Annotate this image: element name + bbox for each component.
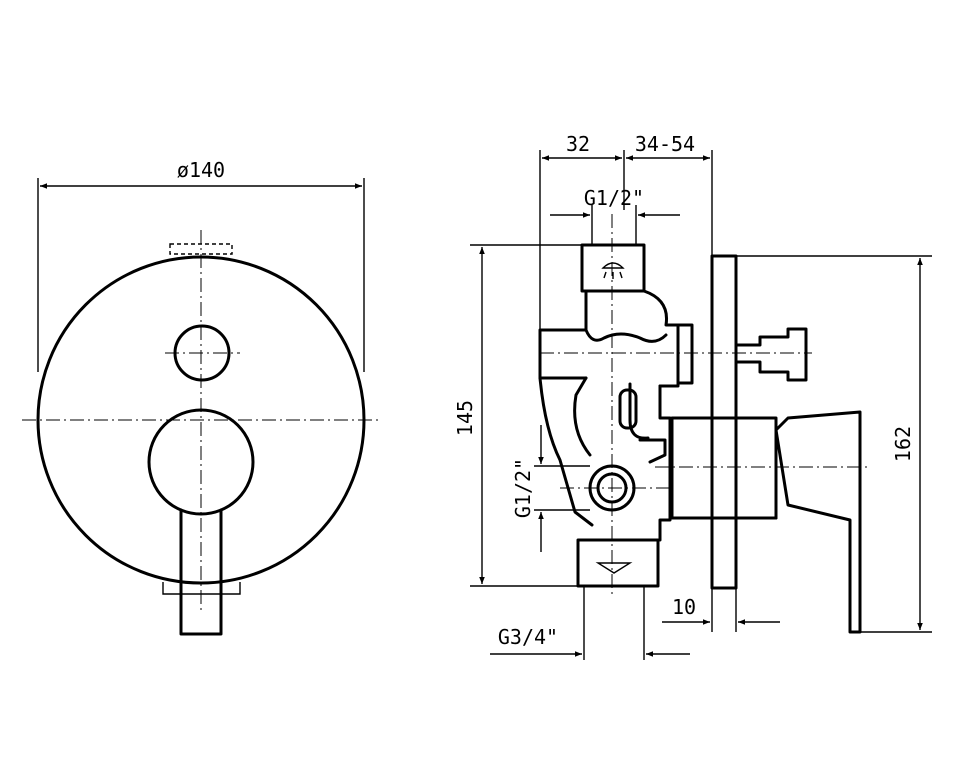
body-left-contour: [538, 376, 594, 527]
cover-plate: [36, 255, 366, 585]
diverter-knob-side: [734, 327, 808, 382]
body-slot: [618, 388, 638, 430]
dim-bottom-thread-label: G3/4": [498, 625, 558, 649]
cartridge-housing: [670, 416, 778, 520]
tub-icon: [595, 562, 633, 574]
dim-right-depth-label: 34-54: [635, 132, 695, 156]
body-left-boss: [538, 289, 588, 380]
body-right-lower: [658, 384, 672, 542]
dim-side-thread-label: G1/2": [511, 458, 535, 518]
bottom-outlet-block: [576, 538, 660, 588]
dim-plate-label: 10: [672, 595, 696, 619]
side-outlet-outer: [588, 464, 636, 512]
dim-left-depth-label: 32: [566, 132, 590, 156]
wall-plate: [710, 254, 738, 590]
side-view: 32 34-54 G1/2" 145 G1/2" 162 10: [453, 132, 932, 660]
dim-top-thread-label: G1/2": [584, 186, 644, 210]
side-outlet-inner: [596, 472, 628, 504]
handle-lever: [179, 508, 223, 636]
top-outlet-block: [580, 243, 646, 293]
shower-icon: [601, 262, 625, 279]
top-cap-hidden: [169, 243, 233, 255]
body-window: [628, 382, 650, 440]
handle-lever-side: [774, 410, 862, 634]
body-neck-curve: [584, 328, 668, 343]
bottom-tab: [162, 582, 241, 595]
body-step: [638, 438, 667, 464]
body-right-upper: [642, 289, 680, 388]
diverter-nut: [676, 323, 694, 385]
diameter-label: ø140: [177, 158, 225, 182]
diverter-knob: [173, 324, 231, 382]
handle-hub: [147, 408, 255, 516]
dim-total-height-label: 162: [891, 426, 915, 462]
body-inner-contour: [573, 376, 592, 457]
front-view: ø140: [22, 158, 380, 636]
dim-height-label: 145: [453, 400, 477, 436]
